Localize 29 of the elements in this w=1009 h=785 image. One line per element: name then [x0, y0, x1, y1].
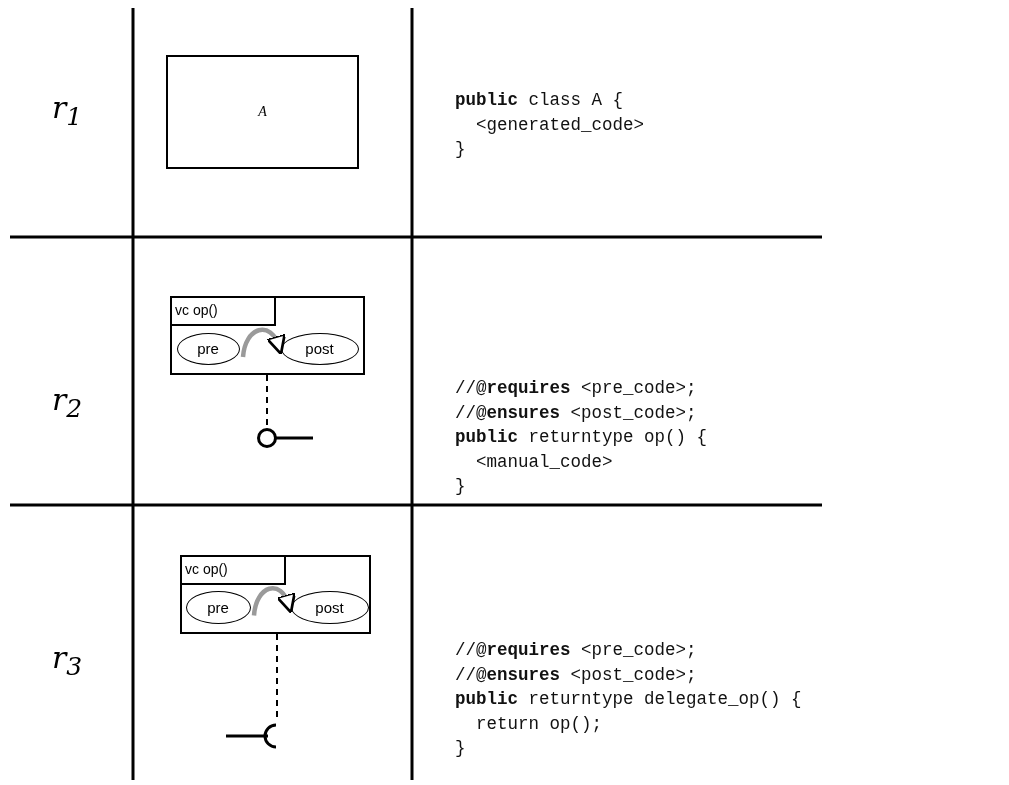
code-line: //@ensures <post_code>; [455, 664, 697, 685]
precondition-ellipse: pre [185, 590, 251, 624]
code-line: } [455, 139, 466, 159]
operation-name: vc op() [172, 298, 276, 326]
code-line: public class A { [455, 90, 624, 110]
row-label: r$_{3}$ [52, 640, 83, 681]
curved-arrow [240, 327, 285, 358]
contract-box [180, 555, 371, 634]
postcondition-ellipse: post [280, 332, 359, 365]
code-line: <generated_code> [475, 114, 645, 135]
code-line: } [455, 476, 466, 496]
curved-arrow [251, 586, 295, 616]
code-line: <manual_code> [475, 451, 613, 472]
code-line: public returntype op() { [455, 427, 708, 447]
code-line: //@ensures <post_code>; [455, 402, 697, 423]
code-line: //@requires <pre_code>; [455, 378, 697, 398]
postcondition-ellipse: post [290, 590, 369, 624]
code-line: return op(); [475, 713, 603, 734]
class-box: A [166, 55, 359, 169]
code-line: public returntype delegate_op() { [455, 689, 802, 709]
required-interface-symbol [226, 722, 278, 750]
precondition-ellipse: pre [176, 332, 240, 365]
code-line: //@requires <pre_code>; [455, 640, 697, 660]
contract-box [170, 296, 365, 375]
row-label: r$_{1}$ [52, 90, 83, 131]
row-label: r$_{2}$ [52, 382, 83, 423]
provided-interface-symbol [257, 428, 313, 448]
operation-name: vc op() [182, 557, 286, 585]
code-line: } [455, 738, 466, 758]
